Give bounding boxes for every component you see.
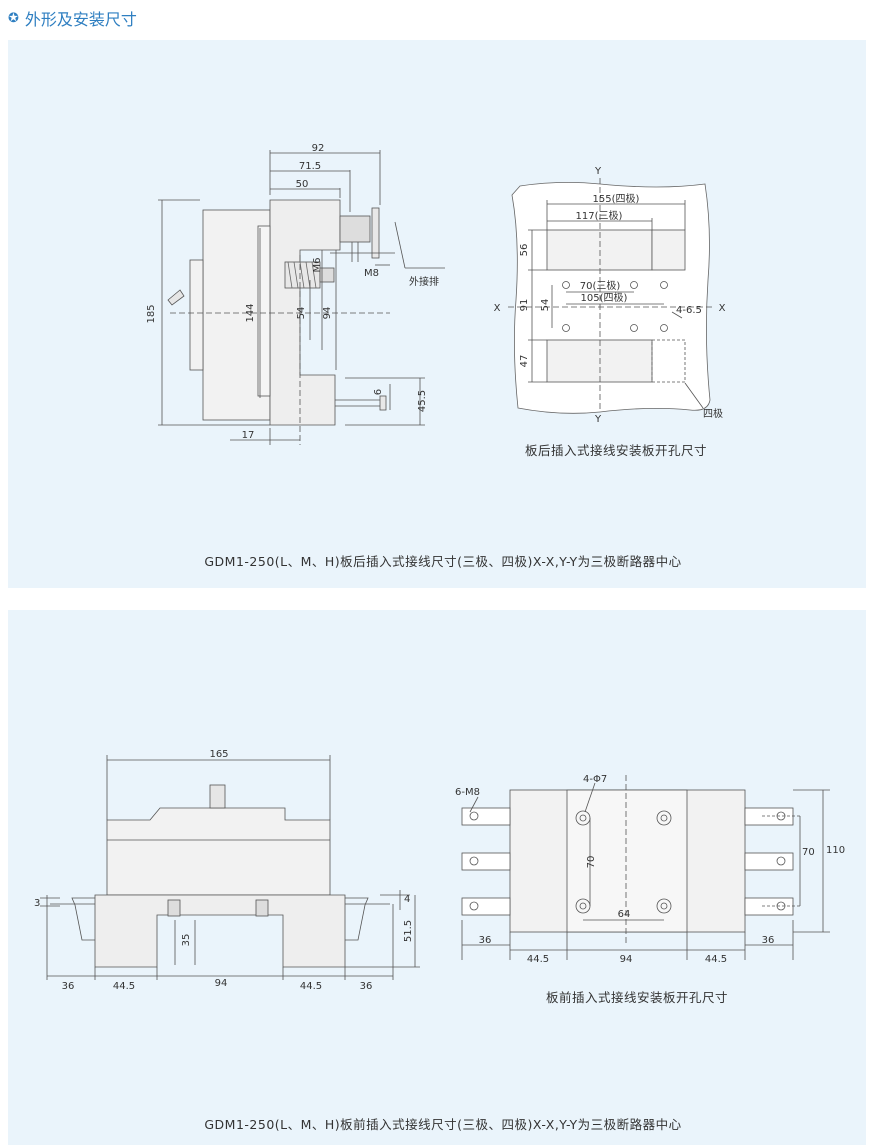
dim-35: 35 — [181, 934, 192, 947]
dim-70: 70(三极) — [580, 279, 621, 292]
axis-x-right: X — [719, 303, 726, 314]
dim-185: 185 — [146, 304, 157, 323]
dim-117: 117(三极) — [576, 209, 623, 222]
cutout-top-3pole — [546, 229, 653, 271]
dim-holes: 4-6.5 — [676, 305, 702, 316]
terminal-right-1 — [744, 807, 794, 826]
cutout-caption: 板后插入式接线安装板开孔尺寸 — [525, 443, 707, 458]
mount-center-plate — [566, 789, 688, 933]
dim-36-left: 36 — [62, 981, 75, 992]
dim-105: 105(四极) — [581, 291, 628, 304]
dim-4: 4 — [404, 894, 410, 905]
dim-47: 47 — [519, 355, 530, 368]
axis-x-left: X — [494, 303, 501, 314]
dim-51-5: 51.5 — [403, 920, 414, 942]
dim-54: 54 — [296, 307, 307, 320]
dim-36-mount-right: 36 — [762, 935, 775, 946]
dim-44-5-mount-left: 44.5 — [527, 954, 549, 965]
cutout-bottom-4pole — [651, 339, 686, 383]
dim-36-mount-left: 36 — [479, 935, 492, 946]
dim-94-mount: 94 — [620, 954, 633, 965]
cutout-top-4pole — [651, 229, 686, 271]
rear-connection-diagram: 92 71.5 50 185 144 54 94 M6 M8 6 45.5 17… — [146, 143, 726, 569]
star-badge-icon: ✪ — [8, 10, 19, 26]
axis-y-bottom: Y — [594, 414, 602, 425]
right-busbar — [345, 897, 369, 941]
dim-92: 92 — [312, 143, 325, 154]
dim-m6: M6 — [312, 258, 323, 273]
dim-91: 91 — [519, 299, 530, 312]
dim-110: 110 — [826, 845, 845, 856]
axis-y-top: Y — [594, 166, 602, 177]
breaker-front-handle — [209, 784, 226, 809]
breaker-handle-base — [189, 259, 204, 371]
terminal-right-3 — [744, 897, 794, 916]
dim-44-5-mount-right: 44.5 — [705, 954, 727, 965]
cutout-bottom-3pole — [546, 339, 653, 383]
section-title: 外形及安装尺寸 — [24, 10, 137, 29]
terminal-right-2 — [744, 852, 794, 871]
dim-94: 94 — [215, 978, 228, 989]
busbar-plate — [371, 207, 380, 259]
dim-165: 165 — [209, 749, 228, 760]
dim-44-5-left: 44.5 — [113, 981, 135, 992]
dim-70-holes: 70 — [586, 856, 597, 869]
breaker-base — [94, 894, 346, 968]
dim-17: 17 — [242, 430, 255, 441]
rear-connection-panel: 92 71.5 50 185 144 54 94 M6 M8 6 45.5 17… — [8, 40, 866, 588]
breaker-handle — [167, 289, 185, 306]
dim-phi7: 4-Φ7 — [583, 774, 607, 785]
dim-6: 6 — [373, 389, 384, 395]
dim-45-5: 45.5 — [417, 390, 428, 412]
breaker-inner-plate — [257, 225, 271, 397]
front-connection-panel: 165 3 4 35 51.5 36 44.5 94 44.5 36 — [8, 610, 866, 1145]
left-busbar — [71, 897, 95, 941]
dim-94: 94 — [322, 307, 333, 320]
dim-56: 56 — [519, 244, 530, 257]
mount-caption: 板前插入式接线安装板开孔尺寸 — [546, 990, 728, 1005]
terminal-left-2 — [461, 852, 511, 871]
front-connection-diagram: 165 3 4 35 51.5 36 44.5 94 44.5 36 — [34, 749, 845, 1132]
dim-36-right: 36 — [360, 981, 373, 992]
terminal-left-3 — [461, 897, 511, 916]
dim-54-cutout: 54 — [540, 299, 551, 312]
dim-144: 144 — [245, 303, 256, 322]
dim-70-terminals: 70 — [802, 847, 815, 858]
dim-71-5: 71.5 — [299, 161, 321, 172]
dim-m8: M8 — [364, 268, 379, 279]
breaker-front-body — [106, 807, 331, 896]
four-pole-label: 四极 — [703, 407, 723, 420]
dim-50: 50 — [296, 179, 309, 190]
dim-44-5-right: 44.5 — [300, 981, 322, 992]
terminal-left-1 — [461, 807, 511, 826]
dim-6-m8: 6-M8 — [455, 787, 480, 798]
dim-64: 64 — [618, 909, 631, 920]
terminal-block — [339, 215, 371, 243]
panel1-caption: GDM1-250(L、M、H)板后插入式接线尺寸(三极、四极)X-X,Y-Y为三… — [204, 554, 681, 569]
dim-3: 3 — [34, 898, 40, 909]
dim-155: 155(四极) — [593, 192, 640, 205]
section-header: ✪ 外形及安装尺寸 — [8, 6, 137, 30]
busbar-label: 外接排 — [409, 275, 439, 288]
panel2-caption: GDM1-250(L、M、H)板前插入式接线尺寸(三极、四极)X-X,Y-Y为三… — [204, 1117, 681, 1132]
